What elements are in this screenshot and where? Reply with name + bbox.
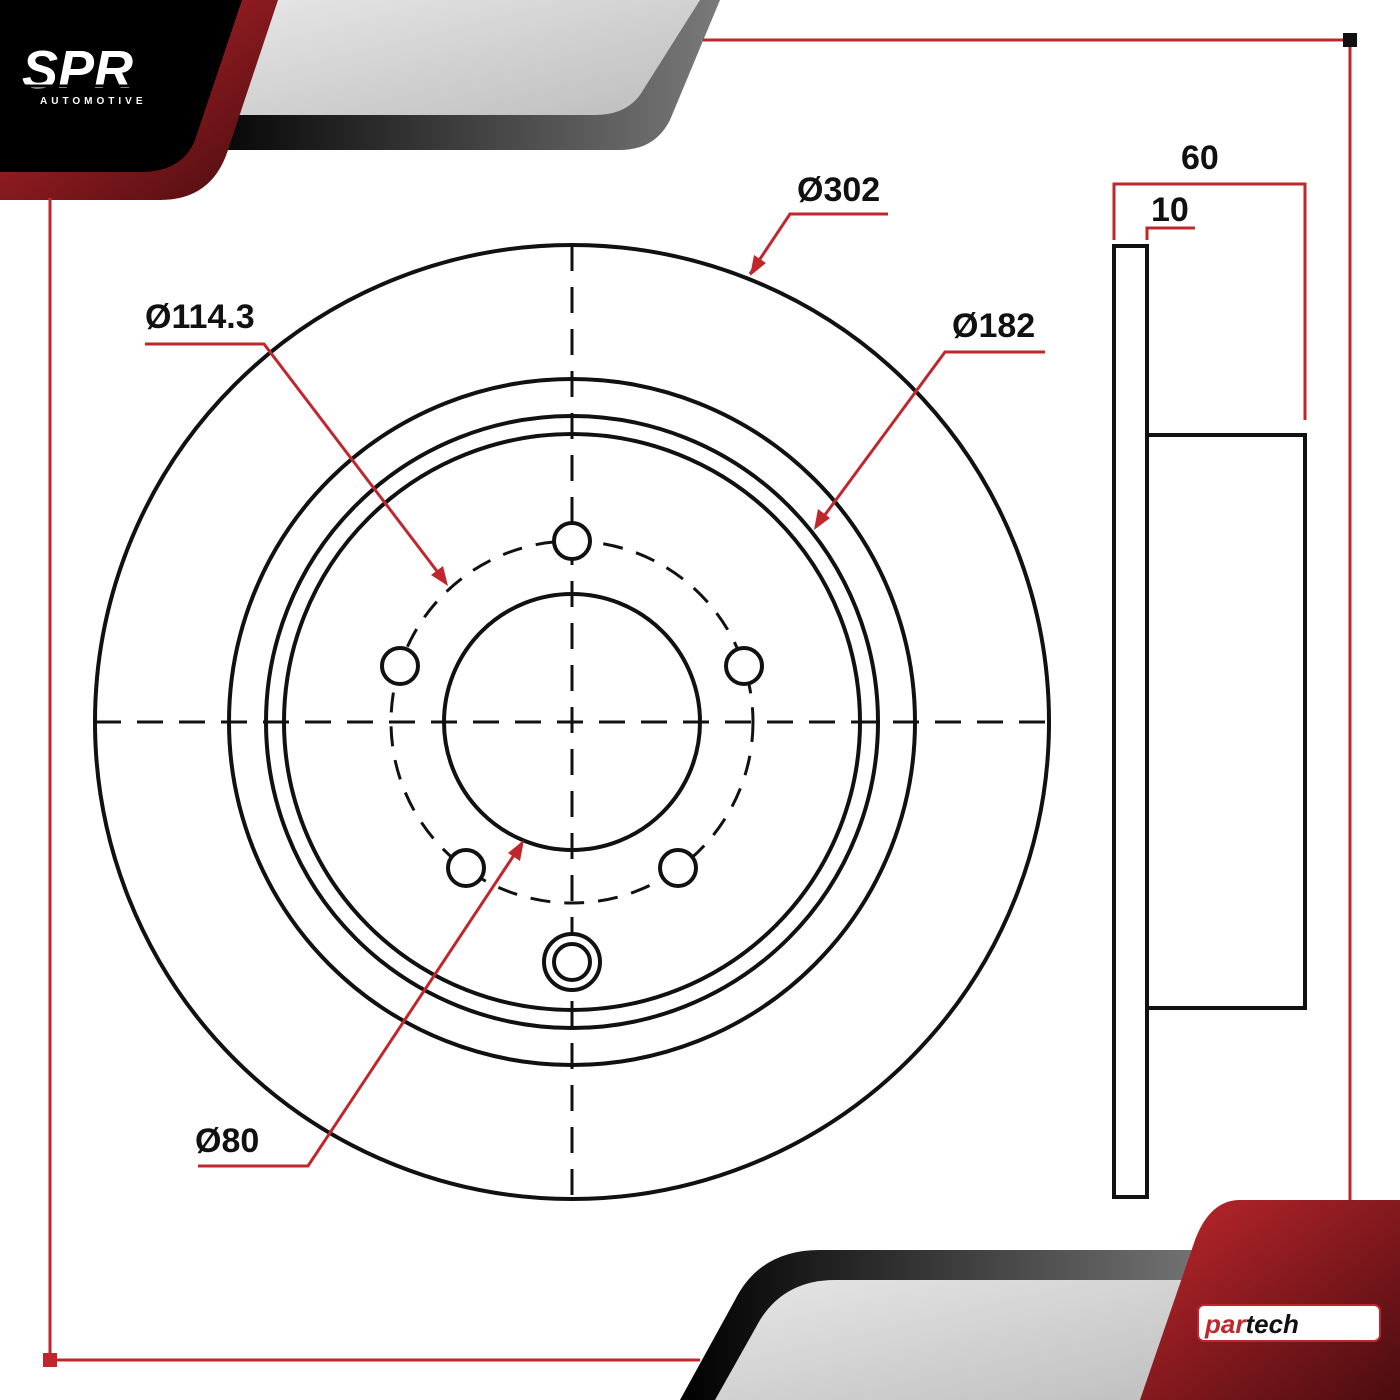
partech-logo-prefix: par: [1204, 1309, 1247, 1339]
outer-diameter-label: Ø302: [797, 171, 880, 209]
bolt-circle-label: Ø114.3: [145, 298, 255, 336]
spr-logo-subtext: AUTOMOTIVE: [40, 96, 146, 107]
frame-lines: [48, 38, 1352, 1362]
locating-hole-icon: [542, 932, 602, 992]
spr-logo-text: SPR: [22, 40, 133, 100]
hat-diameter-label: Ø182: [952, 307, 1035, 345]
dim-hat-diameter: Ø182: [814, 307, 1045, 530]
spr-logo: SPR AUTOMOTIVE: [22, 40, 178, 107]
bolt-holes: [380, 521, 764, 888]
dim-center-bore: Ø80: [195, 840, 524, 1168]
bottom-brand-band: [680, 1200, 1400, 1400]
dim-outer-diameter: Ø302: [748, 171, 888, 276]
partech-logo: partech: [1197, 1304, 1381, 1342]
partech-logo-suffix: tech: [1245, 1309, 1298, 1339]
bolt-hole-icon: [724, 646, 764, 686]
disc-section: [1112, 244, 1149, 1199]
center-bore-label: Ø80: [195, 1122, 259, 1160]
dim-bolt-circle: Ø114.3: [145, 298, 448, 586]
svg-text:partech: partech: [1204, 1309, 1299, 1339]
bolt-hole-icon: [446, 848, 486, 888]
bolt-hole-icon: [552, 521, 592, 561]
rotor-side-view: [1112, 244, 1307, 1199]
bolt-hole-icon: [658, 848, 698, 888]
frame-corner-marker-bottom: [43, 1353, 57, 1367]
total-height-label: 60: [1181, 139, 1219, 177]
disc-thickness-label: 10: [1151, 191, 1189, 229]
center-lines: [95, 245, 1050, 1200]
dim-height: [1112, 182, 1307, 420]
frame-corner-marker-top: [1343, 33, 1357, 47]
bolt-hole-icon: [380, 646, 420, 686]
hat-section: [1147, 433, 1307, 1010]
